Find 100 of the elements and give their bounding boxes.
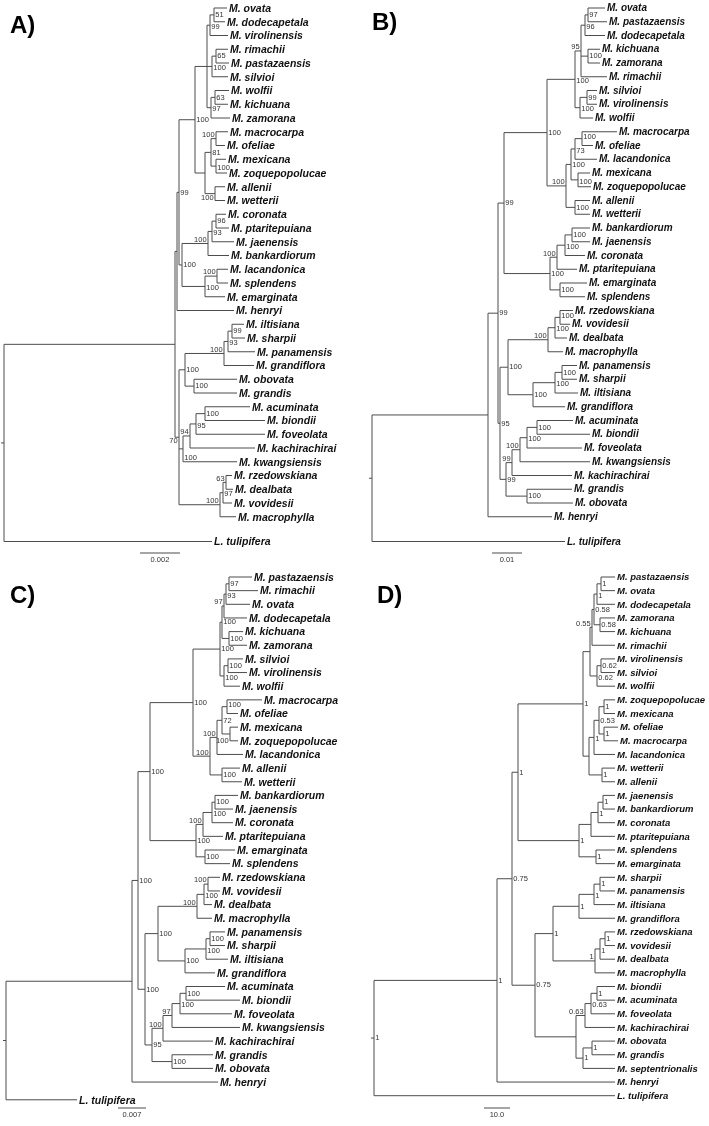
taxon-label: M. rimachii (230, 44, 285, 55)
taxon-label: M. jaenensis (235, 803, 298, 815)
taxon-label: M. biondii (592, 429, 639, 440)
taxon-label: M. ovata (252, 599, 294, 610)
taxon-label: M. foveolata (234, 1008, 295, 1020)
taxon-label: M. silvioi (245, 653, 290, 665)
taxon-label: M. obovata (575, 498, 628, 508)
taxon-label: M. macrophylla (617, 968, 687, 978)
taxon-label: M. sharpii (247, 332, 296, 344)
taxon-label: M. grandis (215, 1049, 268, 1060)
taxon-label: M. iltisiana (580, 388, 632, 398)
taxon-label: M. rimachii (617, 640, 667, 650)
taxon-label: M. kwangsiensis (242, 1022, 325, 1033)
taxon-label: M. panamensis (257, 346, 333, 357)
taxon-label: M. henryi (236, 305, 283, 316)
taxon-label: M. coronata (235, 817, 294, 828)
taxon-label: M. mexicana (240, 721, 303, 733)
taxon-label: M. jaenensis (592, 236, 652, 247)
taxon-label: M. macrocarpa (620, 736, 688, 746)
taxon-label: M. macrocarpa (264, 694, 339, 706)
taxon-label: M. zamorana (232, 112, 296, 124)
taxon-label: M. panamensis (579, 360, 651, 371)
taxon-label: M. dodecapetala (607, 30, 685, 41)
taxon-label: M. ptaritepuiana (617, 831, 690, 842)
taxon-label: M. obovata (239, 374, 294, 385)
taxon-label: M. foveolata (267, 429, 328, 440)
taxon-label: M. acuminata (575, 415, 639, 426)
taxon-label: M. mexicana (228, 154, 291, 165)
taxon-label: M. macrocarpa (619, 126, 690, 137)
taxon-label: M. silvioi (617, 667, 658, 678)
taxon-label: M. wolfii (242, 680, 284, 692)
taxon-label: M. grandiflora (217, 967, 287, 979)
taxon-label: M. lacandonica (617, 749, 686, 760)
taxon-label: M. foveolata (584, 443, 642, 453)
taxon-label: M. grandiflora (567, 401, 634, 412)
taxon-label: M. silvioi (230, 71, 275, 82)
taxon-label: M. ptaritepuiana (231, 222, 312, 234)
taxon-label: M. coronata (617, 817, 671, 828)
taxon-label: M. wolfii (595, 113, 635, 123)
taxon-label: M. ofeliae (595, 140, 641, 151)
taxon-label: M. allenii (227, 181, 272, 192)
taxon-label: M. kachirachirai (617, 1022, 689, 1033)
taxon-label: M. wetterii (617, 763, 664, 773)
taxon-label: M. panamensis (227, 926, 303, 938)
taxon-label: M. allenii (617, 777, 658, 787)
taxon-label: M. acuminata (252, 401, 319, 412)
taxon-label: M. virolinensis (249, 667, 322, 678)
taxon-label: M. wetterii (244, 776, 296, 787)
taxon-label: M. allenii (592, 195, 635, 206)
taxon-label: M. rzedowskiana (617, 927, 693, 937)
taxon-label: M. wetterii (592, 209, 641, 220)
taxon-label: M. biondii (242, 994, 291, 1006)
taxon-label: M. wolfii (617, 681, 655, 691)
taxon-label: M. ptaritepuiana (225, 831, 306, 842)
taxon-label: M. henryi (554, 511, 598, 522)
taxon-label: M. zamorana (617, 613, 675, 623)
taxon-label: M. jaenensis (236, 236, 299, 247)
taxon-label: M. acuminata (617, 995, 678, 1005)
taxon-label: M. splendens (617, 845, 678, 855)
taxon-label: M. panamensis (617, 886, 686, 896)
taxon-label: M. dealbata (569, 333, 624, 343)
taxon-label: M. macrophylla (238, 511, 315, 522)
taxon-label: M. rzedowskiana (234, 470, 318, 481)
taxon-label: M. splendens (230, 277, 297, 289)
taxon-label: M. vovidesii (222, 885, 282, 897)
taxon-label: M. kwangsiensis (239, 456, 322, 467)
taxon-label: M. obovata (215, 1063, 270, 1074)
taxon-label: M. dealbata (617, 954, 669, 964)
taxon-label: M. grandis (574, 484, 624, 495)
taxon-label: M. vovidesii (617, 940, 671, 951)
taxon-label: M. grandiflora (617, 913, 680, 923)
taxon-label: M. sharpii (617, 872, 662, 883)
taxon-label: M. lacandonica (245, 749, 321, 760)
taxon-label: M. zamorana (602, 58, 663, 68)
taxon-label: M. zoquepopolucae (617, 695, 706, 705)
taxon-label: M. coronata (587, 250, 644, 261)
taxon-label: M. macrophylla (565, 346, 638, 357)
taxon-label: M. bankardiorum (240, 790, 325, 801)
taxon-label: M. acuminata (227, 981, 294, 992)
taxon-label: M. dealbata (235, 484, 293, 495)
taxon-label: M. splendens (587, 291, 651, 302)
taxon-label: M. ovata (607, 3, 647, 13)
taxon-label: M. zoquepopolucae (593, 181, 686, 192)
taxon-label: M. mexicana (592, 168, 652, 178)
taxon-label: M. sharpii (579, 374, 626, 385)
taxon-label: M. macrocarpa (230, 126, 305, 137)
taxon-label: M. rzedowskiana (575, 305, 655, 316)
taxon-label: M. bankardiorum (231, 250, 316, 261)
taxon-label: M. ptaritepuiana (579, 264, 656, 275)
taxon-label: M. virolinensis (617, 654, 683, 664)
taxon-label: M. kichuana (602, 44, 660, 55)
taxon-label: M. rzedowskiana (222, 872, 306, 883)
taxon-label: M. vovidesii (234, 497, 294, 509)
taxon-label: M. vovidesii (572, 319, 629, 330)
taxon-label: M. wolfii (231, 85, 273, 96)
taxon-label: M. ofeliae (620, 722, 664, 732)
taxon-label: M. rimachii (260, 585, 315, 596)
taxon-label: M. kichuana (230, 99, 291, 110)
taxon-label: L. tulipifera (617, 1090, 669, 1101)
taxon-label: M. pastazaensis (231, 57, 311, 69)
